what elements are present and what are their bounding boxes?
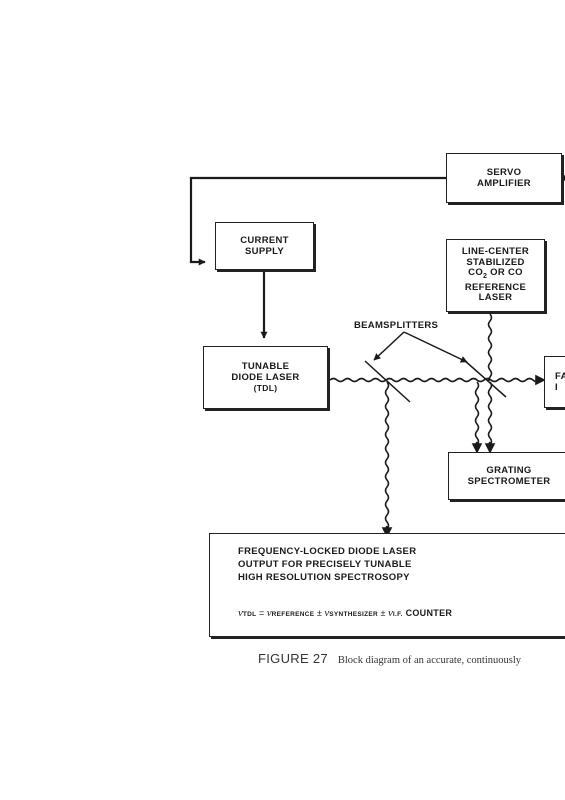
eq-synthesizer: SYNTHESIZER <box>329 611 379 618</box>
ref-label-line2: STABILIZED <box>466 256 525 268</box>
laser-beam-to-output <box>384 381 390 532</box>
eq-reference: REFERENCE <box>271 611 315 618</box>
eq-counter: COUNTER <box>402 608 453 618</box>
servo-label-line2: AMPLIFIER <box>477 178 531 189</box>
tdl-label-line3: (TDL) <box>253 383 278 393</box>
output-line3: HIGH RESOLUTION SPECTROSOPY <box>238 572 410 583</box>
output-arrowhead <box>381 527 393 538</box>
nu-symbol: ν <box>266 607 272 619</box>
partial-label-line2: I <box>555 382 558 393</box>
output-line1: FREQUENCY-LOCKED DIODE LASER <box>238 546 417 557</box>
laser-beam-main <box>329 377 537 383</box>
eq-plusminus: ± <box>378 608 388 618</box>
ref-subscript: 2 <box>483 273 488 281</box>
current-supply-box: CURRENT SUPPLY <box>215 222 314 270</box>
grating-label-line2: SPECTROMETER <box>467 476 551 487</box>
partial-right-box: FA I <box>544 356 565 408</box>
nu-symbol: ν <box>238 607 243 619</box>
ref-label-line5: LASER <box>478 292 513 304</box>
caption-text: Block diagram of an accurate, continuous… <box>337 655 521 666</box>
servo-label-line1: SERVO <box>486 167 522 178</box>
current-label-line1: CURRENT <box>240 235 289 246</box>
partial-label-line1: FA <box>555 371 565 382</box>
current-label-line2: SUPPLY <box>245 246 284 257</box>
eq-tdl: TDL <box>242 611 257 618</box>
beamsplitter-1 <box>364 360 411 403</box>
laser-beam-to-grating-1 <box>474 381 480 448</box>
beamsplitter-pointer-1 <box>373 331 405 361</box>
frequency-equation: νTDL = νREFERENCE ± νSYNTHESIZER ± νI.F.… <box>238 607 452 619</box>
grating-spectrometer-box: GRATING SPECTROMETER <box>448 452 565 500</box>
nu-symbol: ν <box>388 607 393 619</box>
figure-caption: FIGURE 27 Block diagram of an accurate, c… <box>258 650 521 668</box>
tunable-diode-laser-box: TUNABLE DIODE LASER (TDL) <box>203 346 328 409</box>
servo-to-current-line <box>189 176 446 266</box>
ref-label-line3: CO2 OR CO <box>468 268 523 282</box>
tdl-label-line2: DIODE LASER <box>231 372 300 383</box>
ref-orco-text: OR CO <box>487 267 523 279</box>
grating-arrowhead-1 <box>471 443 483 454</box>
figure-number: FIGURE 27 <box>258 651 328 666</box>
servo-amplifier-box: SERVO AMPLIFIER <box>446 153 562 203</box>
eq-if: I.F. <box>392 611 403 618</box>
grating-label-line1: GRATING <box>486 465 532 476</box>
ref-label-line1: LINE-CENTER <box>461 246 530 258</box>
output-box: FREQUENCY-LOCKED DIODE LASER OUTPUT FOR … <box>209 533 565 637</box>
laser-beam-reference <box>487 313 493 381</box>
beamsplitters-label: BEAMSPLITTERS <box>354 320 439 331</box>
output-line2: OUTPUT FOR PRECISELY TUNABLE <box>238 559 412 570</box>
ref-co-text: CO <box>468 267 484 279</box>
eq-plusminus: ± <box>314 608 325 618</box>
beamsplitter-pointer-2 <box>403 331 468 363</box>
ref-label-line4: REFERENCE <box>464 281 527 293</box>
grating-arrowhead-2 <box>484 443 496 454</box>
beamsplitter-2 <box>463 359 507 398</box>
nu-symbol: ν <box>324 607 330 619</box>
right-arrowhead <box>535 374 546 386</box>
tdl-label-line1: TUNABLE <box>241 361 290 372</box>
eq-equals: = <box>256 608 267 618</box>
laser-beam-to-grating-2 <box>487 381 493 448</box>
reference-laser-box: LINE-CENTER STABILIZED CO2 OR CO REFEREN… <box>446 239 545 312</box>
